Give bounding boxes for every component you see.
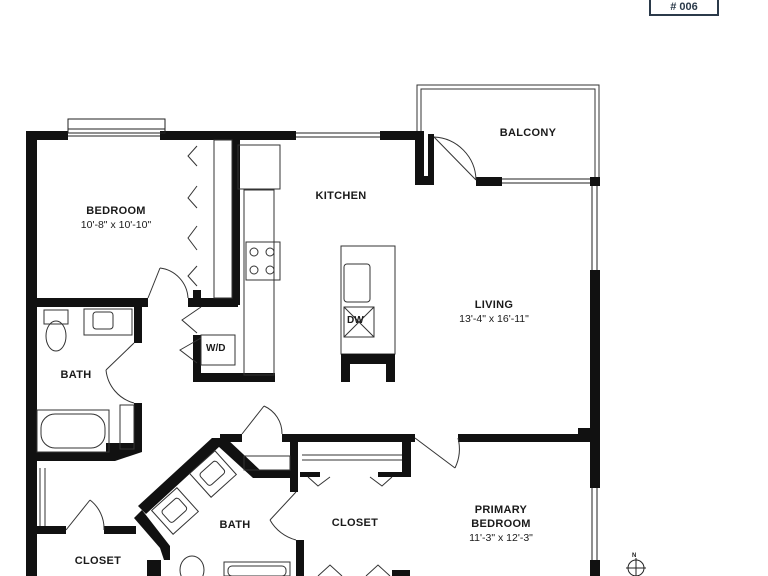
room-label-closet-lower: CLOSET: [75, 555, 121, 569]
dishwasher-label: DW: [347, 315, 364, 326]
room-name: KITCHEN: [315, 190, 367, 202]
room-name: LIVING: [474, 299, 514, 311]
room-label-closet-main: CLOSET: [332, 517, 378, 531]
room-label-living: LIVING 13'-4" x 16'-11": [459, 299, 529, 326]
room-label-bedroom: BEDROOM 10'-8" x 10'-10": [81, 205, 151, 232]
room-name: BATH: [219, 519, 251, 531]
room-name-line-2: BEDROOM: [471, 517, 531, 530]
room-dimensions: 13'-4" x 16'-11": [459, 312, 529, 325]
bath-fixtures: [36, 308, 402, 576]
room-dimensions: 10'-8" x 10'-10": [80, 218, 152, 231]
room-label-bath-upper: BATH: [61, 369, 92, 383]
room-label-bath-lower: BATH: [220, 519, 251, 533]
walls: [26, 131, 600, 576]
windows: [67, 118, 598, 560]
room-name: BATH: [60, 369, 92, 381]
doors: [65, 136, 477, 576]
washer-dryer-label: W/D: [206, 343, 226, 354]
unit-number-tag: # 006: [649, 0, 719, 16]
room-dimensions: 11'-3" x 12'-3": [469, 531, 533, 544]
compass-north-label: N: [632, 553, 637, 559]
room-name-line-1: PRIMARY: [474, 504, 528, 516]
balcony-outline: [416, 84, 600, 177]
room-name: BEDROOM: [86, 205, 146, 217]
room-label-kitchen: KITCHEN: [316, 190, 367, 204]
island-seat-cutout: [350, 364, 386, 382]
room-label-balcony: BALCONY: [500, 127, 557, 141]
room-name: CLOSET: [74, 555, 122, 567]
room-name: BALCONY: [499, 127, 557, 139]
kitchen-fixtures: [237, 144, 396, 376]
room-label-primary-bedroom: PRIMARY BEDROOM 11'-3" x 12'-3": [469, 504, 533, 545]
compass-rose: [626, 558, 646, 576]
room-name: CLOSET: [331, 517, 379, 529]
